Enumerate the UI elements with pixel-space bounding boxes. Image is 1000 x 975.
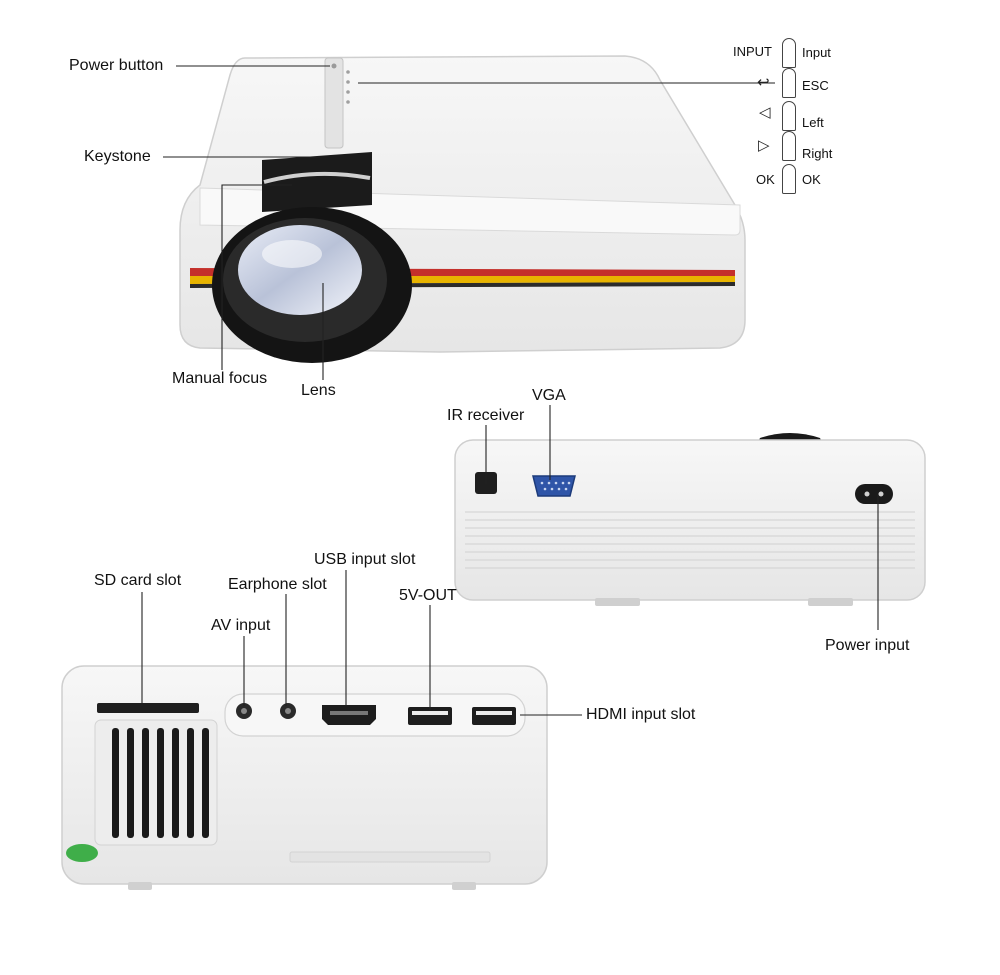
label-hdmi-input-slot: HDMI input slot (586, 706, 696, 723)
control-ok-button (782, 164, 796, 194)
control-left-button (782, 101, 796, 131)
label-vga: VGA (532, 387, 566, 404)
label-manual-focus: Manual focus (172, 370, 268, 387)
usb-input-port (472, 707, 516, 725)
sd-badge (66, 844, 98, 862)
side-vent (94, 719, 218, 846)
keystone-barrel (262, 152, 372, 212)
side-view-foot-right (452, 882, 476, 890)
label-power-button: Power button (69, 57, 164, 74)
label-lens: Lens (301, 382, 336, 399)
left-triangle-icon: ◁ (759, 104, 771, 121)
keystone-ring (263, 171, 371, 184)
label-av-input: AV input (211, 617, 271, 634)
projector-side-view (61, 665, 548, 890)
right-triangle-icon: ▷ (758, 137, 770, 154)
label-keystone: Keystone (84, 148, 151, 165)
control-right-name: Right (802, 146, 833, 161)
label-power-input: Power input (825, 637, 910, 654)
back-view-foot-right (808, 598, 853, 606)
power-input-socket (855, 484, 893, 504)
control-input-name: Input (802, 45, 831, 60)
control-ok-name: OK (802, 172, 821, 187)
leader-lines (141, 65, 879, 716)
label-sd-card-slot: SD card slot (94, 572, 182, 589)
control-esc-button (782, 68, 796, 98)
vga-port (532, 475, 576, 497)
control-right-button (782, 131, 796, 161)
side-view-foot-left (128, 882, 152, 890)
control-left-name: Left (802, 115, 824, 130)
control-input-button (782, 38, 796, 68)
label-5v-out: 5V-OUT (399, 587, 457, 604)
esc-icon: ↩ (757, 74, 770, 91)
control-input-key: INPUT (733, 44, 772, 59)
lens-glass (238, 225, 362, 315)
label-usb-input-slot: USB input slot (314, 551, 416, 568)
label-ir-receiver: IR receiver (447, 407, 525, 424)
control-ok-key: OK (756, 172, 775, 187)
projector-back-view (454, 433, 926, 606)
back-view-foot-left (595, 598, 640, 606)
projector-front-view (179, 55, 746, 363)
power-button-dot (331, 63, 337, 69)
sd-card-slot (97, 703, 199, 713)
control-esc-name: ESC (802, 78, 829, 93)
label-earphone-slot: Earphone slot (228, 576, 327, 593)
side-view-bottom-rail (289, 851, 491, 863)
control-strip (324, 57, 344, 149)
